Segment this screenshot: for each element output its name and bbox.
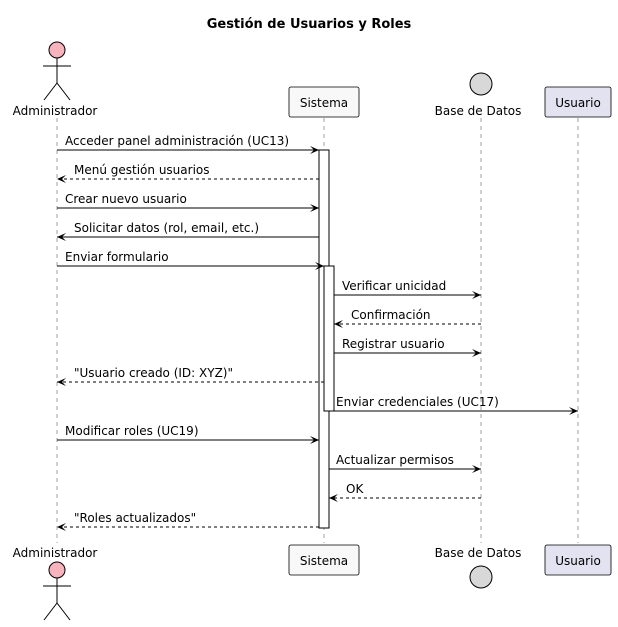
arrowhead-icon	[315, 262, 324, 270]
actor-leg-right	[56, 82, 71, 101]
arrowhead-icon	[329, 494, 338, 502]
arrowhead-icon	[57, 378, 66, 386]
arrowhead-icon	[334, 320, 343, 328]
actor-head-icon	[48, 561, 66, 579]
arrowhead-icon	[472, 465, 481, 473]
diagram-title: Gestión de Usuarios y Roles	[207, 17, 412, 32]
message-label-5: Enviar formulario	[65, 250, 169, 264]
participant-admin-label-top: Administrador	[13, 104, 98, 118]
participant-usuario-top-label: Usuario	[555, 96, 601, 110]
message-label-9: "Usuario creado (ID: XYZ)"	[74, 366, 233, 380]
message-label-12: Actualizar permisos	[336, 453, 454, 467]
message-label-11: Modificar roles (UC19)	[65, 424, 199, 438]
database-icon	[469, 72, 493, 96]
message-label-10: Enviar credenciales (UC17)	[336, 395, 499, 409]
participant-sistema-top-label: Sistema	[300, 96, 348, 110]
actor-leg-left	[43, 602, 58, 621]
arrowhead-icon	[310, 436, 319, 444]
participant-admin-label-bottom: Administrador	[13, 546, 98, 560]
participant-db-label-top: Base de Datos	[435, 104, 522, 118]
message-label-6: Verificar unicidad	[342, 279, 446, 293]
message-label-13: OK	[346, 482, 364, 496]
actor-leg-right	[56, 602, 71, 621]
arrowhead-icon	[57, 175, 66, 183]
arrowhead-icon	[569, 407, 578, 415]
message-label-8: Registrar usuario	[342, 337, 445, 351]
arrowhead-icon	[472, 291, 481, 299]
arrowhead-icon	[57, 523, 66, 531]
message-label-3: Crear nuevo usuario	[65, 192, 187, 206]
message-label-2: Menú gestión usuarios	[74, 163, 210, 177]
participant-sistema-bottom-label: Sistema	[300, 554, 348, 568]
arrowhead-icon	[310, 146, 319, 154]
message-label-14: "Roles actualizados"	[74, 511, 196, 525]
participant-sistema-top-box	[288, 86, 360, 118]
arrowhead-icon	[472, 349, 481, 357]
participant-sistema-bottom-box	[288, 544, 360, 576]
participant-usuario-bottom-label: Usuario	[555, 554, 601, 568]
participant-db-label-bottom: Base de Datos	[435, 546, 522, 560]
database-icon	[469, 565, 493, 589]
message-label-1: Acceder panel administración (UC13)	[65, 134, 289, 148]
participant-usuario-top-box	[544, 86, 612, 118]
actor-head-icon	[48, 41, 66, 59]
message-label-7: Confirmación	[351, 308, 431, 322]
actor-leg-left	[43, 82, 58, 101]
participant-usuario-bottom-box	[544, 544, 612, 576]
arrowhead-icon	[310, 204, 319, 212]
arrowhead-icon	[57, 233, 66, 241]
message-label-4: Solicitar datos (rol, email, etc.)	[74, 221, 259, 235]
activation-bar-nested	[323, 265, 335, 412]
